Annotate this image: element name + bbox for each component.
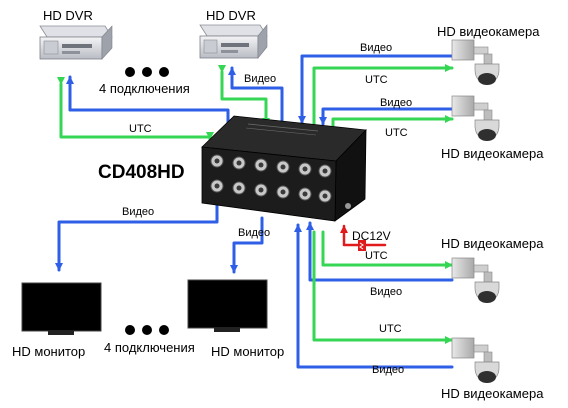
video-wire-dvr2 bbox=[228, 66, 284, 127]
camera-3 bbox=[451, 257, 500, 303]
hub-cd408hd bbox=[201, 115, 367, 222]
utc-wire-cam1 bbox=[312, 64, 454, 126]
monitor1-video-label: Видео bbox=[122, 206, 154, 218]
dvr-count-label: 4 подключения bbox=[99, 81, 190, 96]
cam4-video-label: Видео bbox=[372, 364, 404, 376]
camera-1 bbox=[451, 39, 500, 85]
camera-4-label: HD видеокамера bbox=[441, 386, 544, 401]
video-wire-cam4 bbox=[294, 223, 454, 369]
dvr-utc-label: UTC bbox=[129, 123, 152, 135]
monitor-2-label: HD монитор bbox=[211, 344, 284, 359]
camera-3-label: HD видеокамера bbox=[441, 236, 544, 251]
camera-2 bbox=[451, 95, 500, 141]
cam2-utc-label: UTC bbox=[385, 127, 408, 139]
cam3-utc-label: UTC bbox=[365, 250, 388, 262]
utc-wire-cam4 bbox=[312, 230, 454, 344]
monitor-more-dots bbox=[125, 325, 169, 335]
video-wire-cam3 bbox=[306, 221, 454, 282]
video-wire-cam2 bbox=[319, 107, 454, 126]
dvr-1-label: HD DVR bbox=[43, 8, 93, 23]
monitor-1 bbox=[21, 282, 102, 335]
cam2-video-label: Видео bbox=[380, 97, 412, 109]
camera-1-label: HD видеокамера bbox=[437, 24, 540, 39]
utc-wire-dvr1 bbox=[57, 77, 214, 141]
video-wire-cam1 bbox=[298, 54, 454, 125]
wires bbox=[55, 54, 454, 369]
power-plug-icon bbox=[358, 240, 366, 251]
video-wire-monitor2 bbox=[230, 216, 264, 274]
utc-wire-dvr2 bbox=[218, 65, 270, 127]
camera-4 bbox=[451, 337, 500, 383]
dvr-1 bbox=[39, 25, 113, 60]
power-wire bbox=[340, 224, 387, 247]
dvr2-video-label: Видео bbox=[244, 73, 276, 85]
power-label: DC12V bbox=[352, 229, 391, 243]
cam4-utc-label: UTC bbox=[379, 323, 402, 335]
utc-wire-cam2 bbox=[331, 115, 454, 131]
dvr-more-dots bbox=[125, 67, 169, 77]
camera-2-label: HD видеокамера bbox=[441, 146, 544, 161]
utc-wire-cam3 bbox=[321, 230, 454, 269]
dvr-2 bbox=[199, 24, 268, 59]
monitor2-video-label: Видео bbox=[238, 227, 270, 239]
cam3-video-label: Видео bbox=[370, 286, 402, 298]
cam1-video-label: Видео bbox=[360, 42, 392, 54]
dvr-2-label: HD DVR bbox=[206, 8, 256, 23]
monitor-1-label: HD монитор bbox=[12, 344, 85, 359]
cam1-utc-label: UTC bbox=[365, 74, 388, 86]
video-wire-monitor1 bbox=[55, 201, 219, 272]
monitor-count-label: 4 подключения bbox=[104, 340, 195, 355]
monitor-2 bbox=[187, 279, 268, 332]
hub-model-label: CD408HD bbox=[98, 162, 185, 183]
